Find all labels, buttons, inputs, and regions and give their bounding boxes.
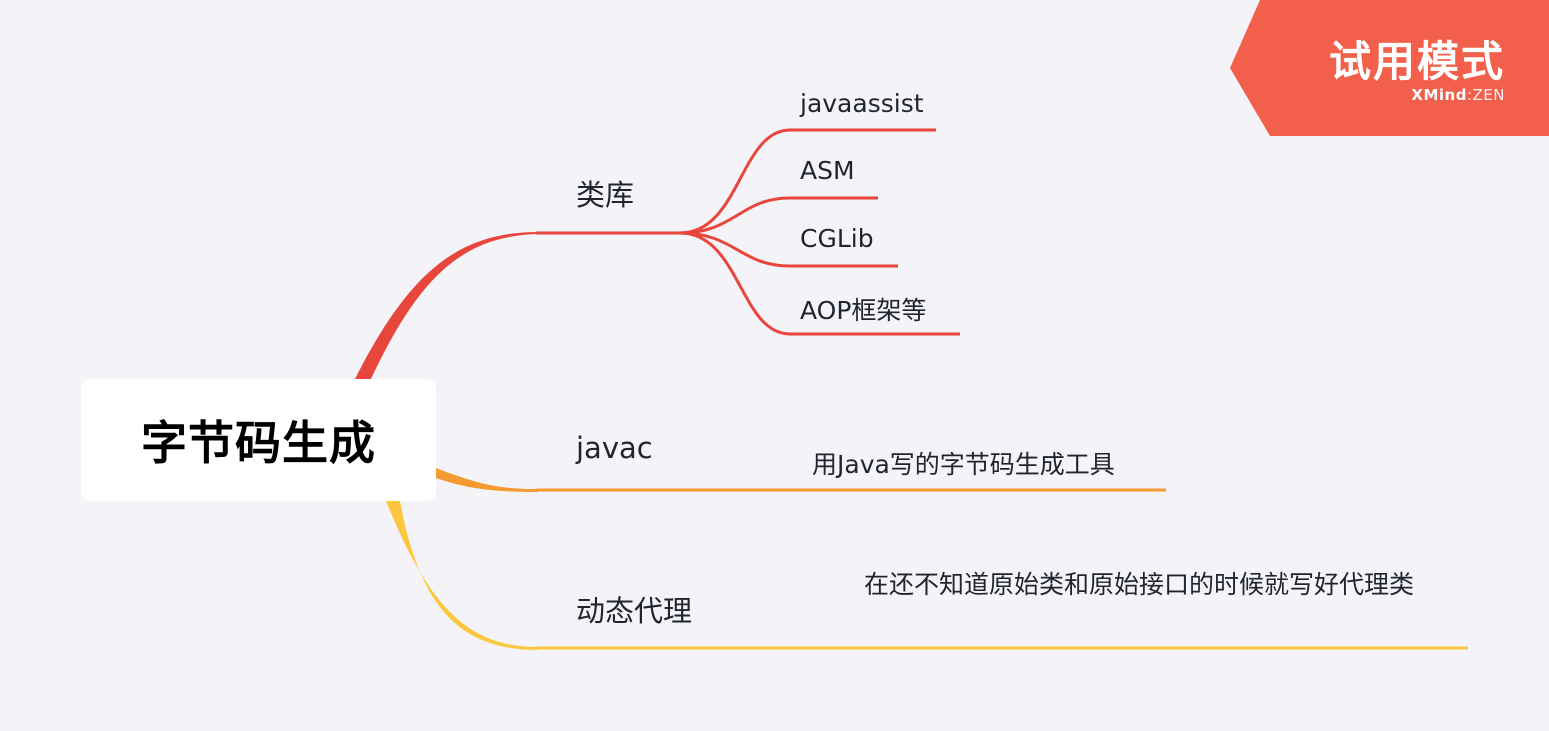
branch-line-proxy [386,501,538,650]
sub-line-asm [679,196,878,235]
subtopic-aop[interactable]: AOP框架等 [800,296,927,325]
branch-line-leiku [355,232,538,381]
topic-leiku[interactable]: 类库 [576,178,635,212]
topic-dynamic-proxy[interactable]: 动态代理 [576,594,693,628]
subtopic-cglib[interactable]: CGLib [800,224,874,253]
trial-mode-title: 试用模式 [1328,37,1505,86]
central-topic[interactable]: 字节码生成 [81,379,436,501]
central-topic-label: 字节码生成 [141,416,376,470]
sub-line-cglib [679,231,898,268]
subtopic-asm[interactable]: ASM [800,156,855,185]
xmind-zen-logo: XMind:ZEN [1411,86,1505,104]
brand-name: XMind [1411,86,1467,104]
sub-line-aop [679,231,960,336]
topic-javac-note[interactable]: 用Java写的字节码生成工具 [812,450,1115,479]
edition-name: ZEN [1472,86,1505,104]
sub-line-javaassist [679,128,936,235]
branch-line-javac [436,468,538,492]
brand-separator: : [1466,86,1473,104]
topic-proxy-note[interactable]: 在还不知道原始类和原始接口的时候就写好代理类 [864,570,1415,599]
topic-javac[interactable]: javac [576,431,653,465]
trial-mode-badge[interactable]: 试用模式 XMind:ZEN [1230,0,1549,136]
subtopic-javaassist[interactable]: javaassist [800,89,924,118]
